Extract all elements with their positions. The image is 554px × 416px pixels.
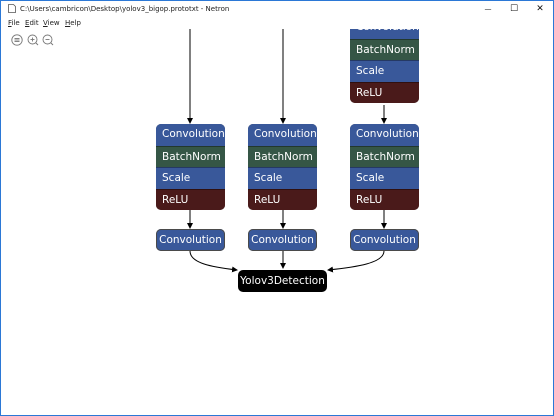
graph-node-convolution-1[interactable]: Convolution <box>156 229 225 251</box>
maximize-button[interactable]: ☐ <box>501 1 527 17</box>
node-row-relu: ReLU <box>248 188 317 210</box>
node-row-relu: ReLU <box>350 188 419 210</box>
graph-node-convolution-3[interactable]: Convolution <box>350 229 419 251</box>
node-row-relu: ReLU <box>350 81 419 103</box>
title-bar: C:\Users\cambricon\Desktop\yolov3_bigop.… <box>1 1 553 17</box>
zoom-in-icon[interactable] <box>27 34 39 46</box>
menu-help[interactable]: Help <box>65 19 81 27</box>
graph-node-convolution-2[interactable]: Convolution <box>248 229 317 251</box>
menu-icon[interactable] <box>11 34 23 46</box>
node-row-batchnorm: BatchNorm <box>350 145 419 167</box>
close-icon: ✕ <box>536 4 544 14</box>
node-row-scale: Scale <box>350 167 419 189</box>
edge <box>327 250 385 273</box>
graph-node-block-1[interactable]: Convolution BatchNorm Scale ReLU <box>156 124 225 210</box>
menu-view[interactable]: View <box>43 19 60 27</box>
minimize-button[interactable]: — <box>475 1 501 17</box>
close-button[interactable]: ✕ <box>527 1 553 17</box>
window-title: C:\Users\cambricon\Desktop\yolov3_bigop.… <box>20 5 230 13</box>
graph-node-yolov3-detection[interactable]: Yolov3Detection <box>238 270 327 292</box>
node-row-scale: Scale <box>350 60 419 82</box>
node-row-convolution: Convolution <box>248 124 317 146</box>
node-row-convolution: Convolution <box>350 124 419 146</box>
minimize-icon: — <box>484 5 492 13</box>
maximize-icon: ☐ <box>509 4 519 14</box>
graph-node-clip: Convolution BatchNorm Scale ReLU <box>350 29 419 105</box>
node-row-relu: ReLU <box>156 188 225 210</box>
graph-node-top[interactable]: Convolution BatchNorm Scale ReLU <box>350 29 419 103</box>
graph-node-block-2[interactable]: Convolution BatchNorm Scale ReLU <box>248 124 317 210</box>
node-row-batchnorm: BatchNorm <box>248 145 317 167</box>
graph-node-block-3[interactable]: Convolution BatchNorm Scale ReLU <box>350 124 419 210</box>
node-row-convolution: Convolution <box>350 29 419 39</box>
node-row-scale: Scale <box>248 167 317 189</box>
node-row-batchnorm: BatchNorm <box>156 145 225 167</box>
node-row-scale: Scale <box>156 167 225 189</box>
menu-edit[interactable]: Edit <box>25 19 39 27</box>
zoom-out-icon[interactable] <box>42 34 54 46</box>
node-row-batchnorm: BatchNorm <box>350 38 419 60</box>
node-row-convolution: Convolution <box>156 124 225 146</box>
edge <box>189 250 238 273</box>
file-icon <box>8 4 16 13</box>
menu-file[interactable]: File <box>8 19 20 27</box>
